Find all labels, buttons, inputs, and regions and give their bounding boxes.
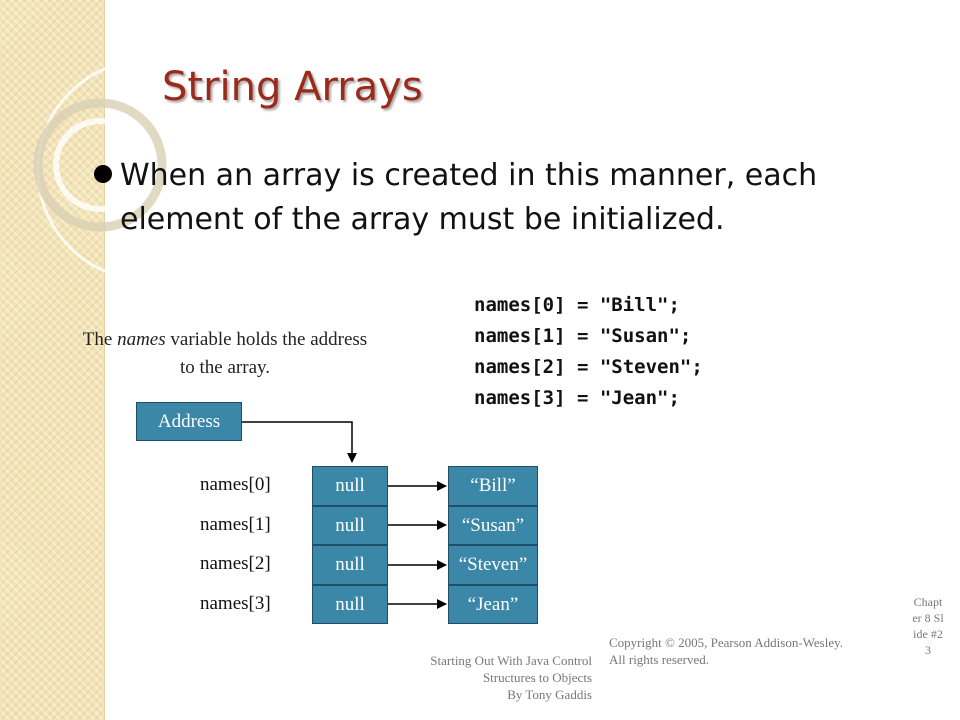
address-box: Address <box>136 402 242 441</box>
index-label: names[3] <box>200 593 271 614</box>
string-object: “Bill” <box>448 466 538 506</box>
array-slot: null <box>312 585 388 624</box>
footer-book-line: Starting Out With Java Control <box>430 653 592 668</box>
decorative-rings <box>33 58 200 282</box>
code-line: names[2] = "Steven"; <box>474 356 703 378</box>
note-variable-name: names <box>117 329 166 350</box>
footer-book-line: By Tony Gaddis <box>507 687 592 702</box>
index-label: names[0] <box>200 474 271 495</box>
index-label: names[2] <box>200 553 271 574</box>
note-text-post: variable holds the address to the array. <box>165 329 368 378</box>
index-label: names[1] <box>200 514 271 535</box>
footer-book-info: Starting Out With Java Control Structure… <box>380 652 592 703</box>
footer-copyright: Copyright © 2005, Pearson Addison-Wesley… <box>609 635 844 667</box>
code-line: names[3] = "Jean"; <box>474 387 680 409</box>
address-arrow <box>242 421 357 463</box>
bullet-icon <box>94 165 112 183</box>
string-object: “Jean” <box>448 585 538 624</box>
array-slot: null <box>312 466 388 506</box>
bullet-text: When an array is created in this manner,… <box>120 158 818 237</box>
slide-title: String Arrays <box>162 64 423 110</box>
footer-slide-number: Chapter 8 Slide #23 <box>912 595 944 657</box>
code-line: names[1] = "Susan"; <box>474 325 692 347</box>
string-object: “Susan” <box>448 506 538 545</box>
code-block: names[0] = "Bill"; names[1] = "Susan"; nam… <box>474 290 703 414</box>
footer-book-line: Structures to Objects <box>482 670 592 685</box>
diagram-note: The names variable holds the address to … <box>80 326 370 382</box>
array-slot: null <box>312 506 388 545</box>
string-object: “Steven” <box>448 545 538 585</box>
array-slot: null <box>312 545 388 585</box>
code-line: names[0] = "Bill"; <box>474 294 680 316</box>
note-text-pre: The <box>82 329 118 350</box>
